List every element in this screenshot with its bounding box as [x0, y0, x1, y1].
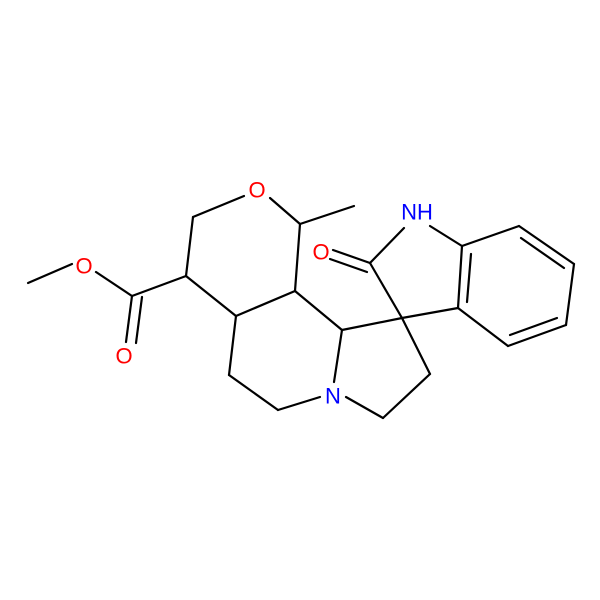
bond-ester-carbonyl-double-a: [124, 294, 134, 344]
bond-pyran-3: [268, 196, 302, 226]
bond-oxindole-5: [400, 306, 460, 320]
bond-benzene-1: [460, 224, 521, 248]
bond-methyl: [298, 204, 356, 226]
bond-benzene-3: [564, 262, 576, 327]
ring-oxygen-label: O: [248, 178, 265, 203]
bond-pip-1: [227, 314, 238, 377]
bond-pyr-2: [381, 372, 432, 420]
bond-lactam-carbonyl-b: [328, 257, 369, 274]
bonds: [26, 194, 576, 420]
bond-carbonyl-ring: [130, 274, 188, 298]
bond-benzene-5: [456, 306, 510, 348]
bond-benzene-4-inner: [508, 316, 559, 337]
bond-oxindole-3: [428, 224, 464, 248]
bond-oxindole-4: [456, 244, 464, 310]
bond-lactam-carbonyl-a: [331, 248, 372, 265]
ester-oxygen-label: O: [75, 254, 92, 279]
bond-oxindole-2: [368, 226, 406, 265]
bond-benzene-4: [506, 323, 568, 348]
bond-ester-carbonyl-double-b: [134, 295, 144, 345]
bond-ester-oxygen-carbonyl: [94, 270, 134, 298]
bond-pyr-1: [344, 395, 385, 420]
atom-labels: O O O O NH N: [75, 178, 432, 409]
bond-benzene-2: [517, 224, 576, 266]
bond-pyran-4: [293, 222, 302, 293]
bond-pyran-2: [191, 194, 246, 219]
bond-pyr-3: [400, 316, 432, 376]
bond-methyl-ester-oxygen: [26, 262, 74, 285]
bond-pyran-1: [184, 215, 195, 278]
bond-pip-5: [293, 289, 344, 332]
lactam-oxygen-label: O: [312, 240, 329, 265]
bond-pyr-4: [340, 316, 404, 332]
bond-pyran-5: [234, 289, 297, 318]
bond-pip-2: [227, 373, 280, 412]
bond-pip-3: [276, 395, 322, 412]
bond-benzene-6-inner: [465, 252, 473, 304]
amine-nitrogen-label: N: [325, 384, 341, 409]
bond-pip-4: [332, 328, 344, 384]
bond-pyran-6: [184, 274, 238, 318]
ester-carbonyl-oxygen-label: O: [115, 344, 132, 369]
bond-benzene-2-inner: [519, 236, 566, 270]
lactam-nh-label: NH: [401, 200, 433, 225]
bond-oxindole-1: [368, 261, 404, 320]
